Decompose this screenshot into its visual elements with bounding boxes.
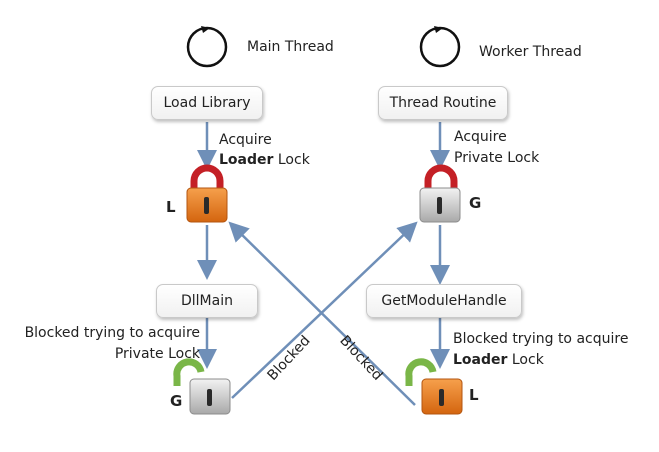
- worker-thread-cycle-icon: [419, 26, 461, 68]
- dllmain-box: DllMain: [156, 284, 258, 318]
- worker-acquire-line2: Private Lock: [454, 150, 540, 166]
- main-blocked-line1: Blocked trying to acquire: [24, 325, 200, 341]
- getmodulehandle-box: GetModuleHandle: [366, 284, 522, 318]
- main-lock2-letter: G: [170, 392, 183, 410]
- getmodulehandle-text: GetModuleHandle: [381, 293, 507, 309]
- worker-blocked-rest: Lock: [507, 352, 544, 368]
- main-acquire-bold: Loader: [219, 152, 274, 168]
- main-acquire-line1: Acquire: [219, 132, 272, 148]
- main-lock1-letter: L: [166, 198, 176, 216]
- worker-lock1-letter: G: [469, 194, 482, 212]
- main-thread-label: Main Thread: [247, 39, 334, 55]
- worker-acquire-line1: Acquire: [454, 129, 507, 145]
- private-lock-waiting-icon: [173, 358, 231, 415]
- dllmain-text: DllMain: [181, 293, 233, 309]
- loader-lock-held-icon: [186, 164, 228, 223]
- load-library-text: Load Library: [163, 95, 251, 111]
- thread-routine-box: Thread Routine: [378, 86, 508, 120]
- blocked-arrow-worker-to-main-lock: [228, 221, 416, 406]
- main-blocked-line2: Private Lock: [114, 346, 200, 362]
- private-lock-held-icon: [419, 164, 461, 223]
- worker-blocked-bold: Loader: [453, 352, 508, 368]
- blocked-label-left: Blocked: [265, 333, 314, 384]
- loader-lock-waiting-icon: [405, 358, 463, 415]
- blocked-label-right: Blocked: [336, 333, 385, 384]
- worker-blocked-line1: Blocked trying to acquire: [453, 331, 629, 347]
- main-acquire-rest: Lock: [273, 152, 310, 168]
- worker-blocked-line2: Loader Lock: [453, 351, 544, 369]
- main-thread-cycle-icon: [186, 26, 228, 68]
- worker-thread-label: Worker Thread: [479, 44, 582, 60]
- thread-routine-text: Thread Routine: [389, 95, 497, 111]
- main-acquire-line2: Loader Lock: [219, 151, 310, 169]
- load-library-box: Load Library: [151, 86, 263, 120]
- blocked-arrow-main-to-worker-lock: [231, 221, 418, 399]
- worker-lock2-letter: L: [469, 386, 479, 404]
